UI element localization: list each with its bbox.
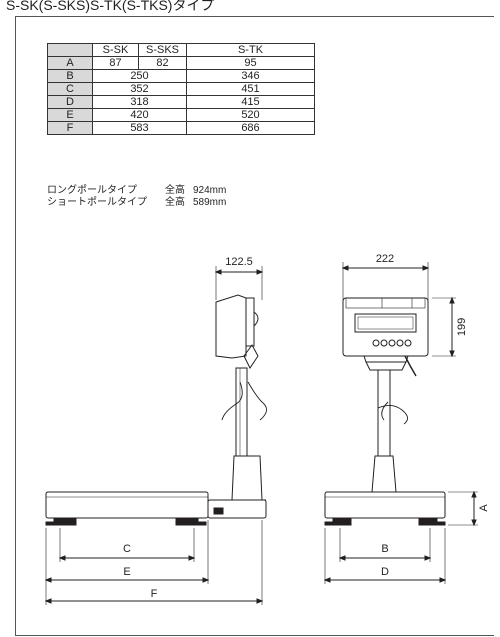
pole-side [235, 367, 248, 457]
note-value: 589mm [193, 197, 227, 208]
pole-base-front [371, 455, 397, 493]
table-cell: 583 [92, 121, 187, 135]
dim-label-F: F [151, 588, 158, 600]
note-label: ロングポールタイプ [47, 185, 137, 196]
column-header: S-TK [186, 43, 315, 57]
table-row: E 420 520 [47, 108, 315, 122]
column-header: S-SK [92, 43, 139, 57]
page-heading: S-SK(S-SKS)S-TK(S-TKS)タイプ [6, 0, 215, 13]
table-cell: 415 [186, 95, 315, 109]
content-frame [15, 16, 494, 636]
note-long-pole: ロングポールタイプ 全高 924mm [47, 185, 226, 197]
table-row: D 318 415 [47, 95, 315, 109]
dim-label-side-width: 122.5 [225, 256, 253, 268]
note-label: ショートポールタイプ [47, 197, 147, 208]
dim-label-front-width: 222 [376, 253, 394, 265]
table-cell: 346 [186, 69, 315, 83]
table-cell: 318 [92, 95, 187, 109]
row-label: C [47, 82, 93, 96]
row-label: D [47, 95, 93, 109]
platform-side [45, 491, 209, 519]
display-window [354, 313, 417, 333]
table-row: F 583 686 [47, 121, 315, 135]
row-label: F [47, 121, 93, 135]
note-key: 全高 [165, 197, 185, 208]
pole-front [377, 369, 391, 457]
dim-label-D: D [381, 566, 389, 578]
front-view [323, 262, 478, 584]
note-short-pole: ショートポールタイプ 全高 589mm [47, 197, 226, 209]
table-row: B 250 346 [47, 69, 315, 83]
indicator-head-side [215, 294, 247, 359]
dim-label-A: A [478, 504, 490, 512]
dimension-table: S-SK S-SKS S-TK A 87 82 95 B 250 346 C 3… [47, 43, 315, 135]
dim-label-B: B [381, 543, 388, 555]
dim-label-E: E [123, 566, 130, 578]
pole-base-side [231, 455, 263, 501]
note-value: 924mm [193, 185, 227, 196]
dim-label-C: C [123, 543, 131, 555]
dim-label-front-height: 199 [456, 318, 468, 336]
table-cell: 95 [186, 56, 315, 70]
indicator-head-front [342, 297, 429, 357]
note-key: 全高 [165, 185, 185, 196]
platform-front [324, 491, 446, 519]
height-notes: ロングポールタイプ 全高 924mm ショートポールタイプ 全高 589mm [47, 185, 226, 209]
table-cell: 686 [186, 121, 315, 135]
side-view [44, 266, 267, 605]
